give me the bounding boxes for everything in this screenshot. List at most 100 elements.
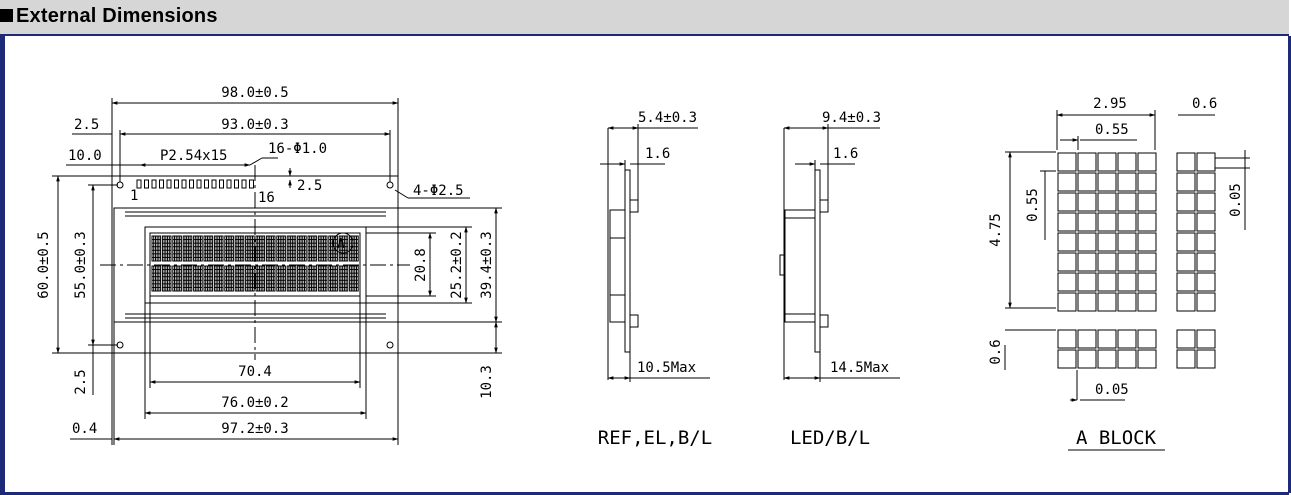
dim-pin-row-offset: 2.5 [297, 178, 322, 194]
dot [1137, 212, 1157, 232]
char-cell [203, 265, 214, 292]
dot [1077, 192, 1097, 212]
char-cell [224, 235, 234, 262]
char-cell [286, 235, 297, 262]
front-view [100, 165, 410, 360]
block-caption: A BLOCK [1076, 427, 1157, 449]
side-led-pcb: 1.6 [833, 146, 858, 162]
section-header: External Dimensions [0, 0, 1289, 36]
dot [1176, 232, 1196, 252]
dim-viewing-height: 25.2±0.2 [449, 231, 465, 298]
front-labels: 98.0±0.5 93.0±0.3 2.5 10.0 P2.54x15 16-Φ… [36, 85, 495, 437]
dot [1077, 212, 1097, 232]
char-cell [317, 235, 328, 262]
side-ref-thickness: 5.4±0.3 [638, 110, 697, 126]
dot [1057, 292, 1077, 312]
side-ref-caption: REF,EL,B/L [598, 427, 712, 449]
dot [1057, 349, 1077, 369]
dot [1057, 272, 1077, 292]
char-cell [151, 235, 162, 262]
char-cell [213, 265, 224, 292]
dot [1057, 212, 1077, 232]
char-cell [265, 265, 276, 292]
dot [1117, 252, 1137, 272]
side-ref-labels: 5.4±0.3 1.6 10.5Max REF,EL,B/L [598, 110, 712, 449]
side-led-thickness: 9.4±0.3 [822, 110, 881, 126]
dot [1196, 349, 1216, 369]
char-cell [193, 265, 203, 292]
char-cell [255, 265, 266, 292]
char-cell [338, 235, 349, 262]
dot [1097, 252, 1117, 272]
dim-2-5-bottom: 2.5 [73, 369, 89, 394]
dot [1176, 349, 1196, 369]
pin-hole [219, 179, 224, 189]
right-border [1289, 36, 1291, 493]
char-cell [297, 235, 307, 262]
dim-pin-holes: 16-Φ1.0 [268, 141, 327, 157]
dot [1196, 292, 1216, 312]
dot [1077, 232, 1097, 252]
dot [1117, 212, 1137, 232]
marker-a-label: A [337, 237, 345, 252]
char-cell [255, 235, 266, 262]
dim-bezel-width: 97.2±0.3 [221, 421, 288, 437]
marker-a-circle [332, 232, 354, 254]
character-grid [151, 235, 359, 292]
dot [1097, 272, 1117, 292]
pin-hole [241, 179, 247, 189]
dot [1097, 192, 1117, 212]
dot [1057, 232, 1077, 252]
dot [1097, 152, 1117, 172]
dot [1117, 329, 1137, 349]
char-cell [203, 235, 214, 262]
block-dot-width: 0.55 [1095, 122, 1129, 138]
dot [1077, 349, 1097, 369]
side-led-caption: LED/B/L [790, 427, 870, 449]
dot-matrix [1057, 152, 1216, 369]
dot [1077, 292, 1097, 312]
char-cell [172, 265, 182, 292]
pin-hole [174, 179, 179, 189]
dim-char-height: 20.8 [413, 248, 429, 282]
dim-viewing-width: 76.0±0.2 [221, 395, 288, 411]
dim-10-3: 10.3 [479, 365, 495, 399]
char-cell [328, 265, 338, 292]
side-view-ref [600, 124, 710, 382]
dot [1196, 272, 1216, 292]
dim-overall-height: 60.0±0.5 [36, 231, 52, 298]
pin-hole [189, 179, 194, 189]
side-ref-pcb: 1.6 [645, 146, 670, 162]
dot [1117, 232, 1137, 252]
block-char-height: 4.75 [988, 213, 1004, 247]
char-cell [224, 265, 234, 292]
char-cell [245, 235, 255, 262]
dot [1077, 272, 1097, 292]
char-cell [297, 265, 307, 292]
dot [1097, 172, 1117, 192]
dot [1176, 212, 1196, 232]
side-ref-max: 10.5Max [637, 360, 696, 376]
left-border [0, 36, 5, 493]
char-cell [276, 265, 286, 292]
char-cell [265, 235, 276, 262]
block-dot-gap: 0.05 [1228, 183, 1244, 217]
char-cell [151, 265, 162, 292]
dot [1117, 349, 1137, 369]
dot [1117, 192, 1137, 212]
dot [1196, 232, 1216, 252]
char-cell [234, 265, 245, 292]
dim-bezel-height: 39.4±0.3 [479, 231, 495, 298]
dot [1097, 329, 1117, 349]
side-led-max: 14.5Max [830, 360, 889, 376]
dot [1077, 172, 1097, 192]
char-cell [338, 265, 349, 292]
dot [1117, 152, 1137, 172]
char-cell [317, 265, 328, 292]
dot [1057, 252, 1077, 272]
dim-0-4: 0.4 [72, 421, 97, 437]
dot [1196, 212, 1216, 232]
dot [1097, 232, 1117, 252]
pin-row [136, 179, 254, 189]
